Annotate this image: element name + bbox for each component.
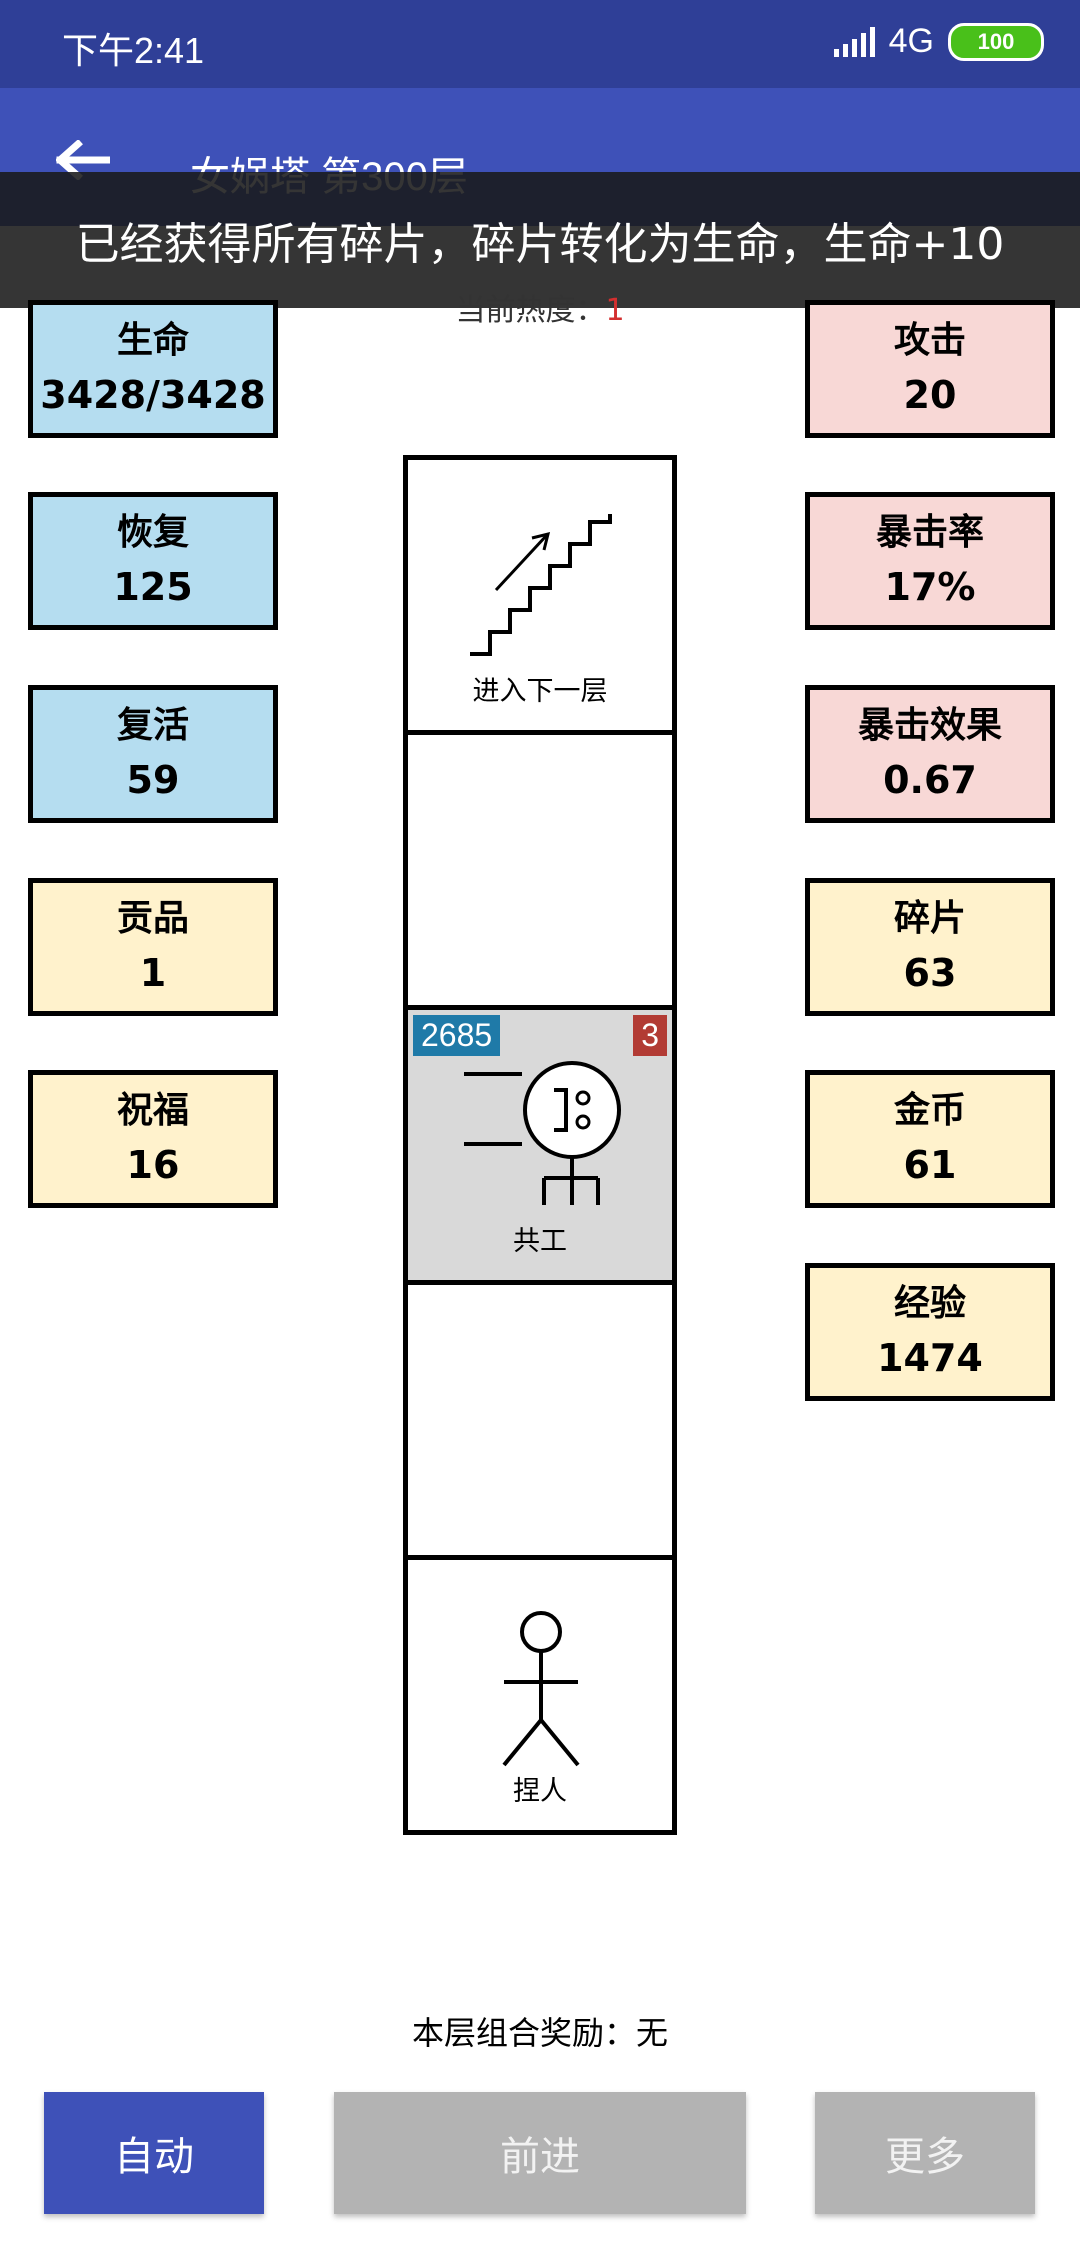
tower-cell-empty[interactable]: [403, 730, 677, 1010]
stat-value: 3428/3428: [40, 372, 266, 417]
stat-value: 17%: [884, 564, 976, 609]
status-time: 下午2:41: [62, 30, 205, 71]
stat-value: 59: [126, 757, 180, 802]
tower-cell-player[interactable]: 捏人: [403, 1555, 677, 1835]
stat-life: 生命 3428/3428: [28, 300, 278, 438]
stat-label: 恢复: [116, 512, 189, 554]
stat-value: 1474: [877, 1335, 983, 1380]
enemy-level-badge: 3: [633, 1015, 667, 1056]
stat-label: 攻击: [893, 320, 966, 362]
stick-figure-icon: [502, 1611, 580, 1767]
stat-crit-effect: 暴击效果 0.67: [805, 685, 1055, 823]
more-button[interactable]: 更多: [815, 2092, 1035, 2214]
stat-offering: 贡品 1: [28, 878, 278, 1016]
tower-cell-empty[interactable]: [403, 1280, 677, 1560]
enemy-hp-badge: 2685: [413, 1015, 501, 1056]
status-bar: 下午2:41 4G 100: [0, 0, 1080, 88]
stat-crit-rate: 暴击率 17%: [805, 492, 1055, 630]
stat-label: 暴击效果: [857, 705, 1002, 747]
enemy-figure-icon: [464, 1061, 621, 1205]
floor-reward-text: 本层组合奖励：无: [411, 2014, 668, 2052]
stat-label: 生命: [116, 320, 189, 362]
forward-button[interactable]: 前进: [334, 2092, 746, 2214]
stat-value: 20: [903, 372, 957, 417]
stat-value: 0.67: [883, 757, 977, 802]
stat-blessing: 祝福 16: [28, 1070, 278, 1208]
signal-icon: [833, 26, 875, 57]
stat-label: 碎片: [893, 898, 966, 940]
stat-value: 1: [139, 950, 167, 995]
stat-revive: 复活 59: [28, 685, 278, 823]
enemy-name: 共工: [513, 1226, 567, 1257]
stat-value: 61: [903, 1142, 957, 1187]
stat-experience: 经验 1474: [805, 1263, 1055, 1401]
stat-value: 16: [126, 1142, 180, 1187]
status-icons: 4G 100: [833, 22, 1044, 61]
battery-icon: 100: [948, 22, 1044, 61]
stat-value: 63: [903, 950, 957, 995]
stat-fragments: 碎片 63: [805, 878, 1055, 1016]
toast-message: 已经获得所有碎片，碎片转化为生命，生命+10: [0, 172, 1080, 308]
player-caption: 捏人: [513, 1776, 567, 1807]
heat-value: 1: [605, 293, 625, 328]
auto-button[interactable]: 自动: [44, 2092, 264, 2214]
stairs-icon: [470, 514, 612, 656]
heat-label: 当前热度：: [455, 293, 606, 328]
stat-label: 复活: [116, 705, 189, 747]
stat-label: 金币: [893, 1090, 966, 1132]
back-arrow-icon[interactable]: [56, 140, 110, 180]
stat-gold: 金币 61: [805, 1070, 1055, 1208]
stat-label: 经验: [893, 1283, 966, 1325]
stat-value: 125: [113, 564, 193, 609]
network-type: 4G: [888, 22, 934, 60]
stat-attack: 攻击 20: [805, 300, 1055, 438]
tower-cell-stairs[interactable]: 进入下一层: [403, 455, 677, 735]
stat-recovery: 恢复 125: [28, 492, 278, 630]
tower-column: 进入下一层 2685 3 共工 捏人: [403, 455, 677, 1835]
heat-indicator: 当前热度：1: [0, 285, 1080, 329]
stat-label: 暴击率: [875, 512, 984, 554]
tower-cell-enemy[interactable]: 2685 3 共工: [403, 1005, 677, 1285]
stat-label: 祝福: [116, 1090, 189, 1132]
stairs-caption: 进入下一层: [472, 676, 608, 707]
stat-label: 贡品: [116, 898, 189, 940]
